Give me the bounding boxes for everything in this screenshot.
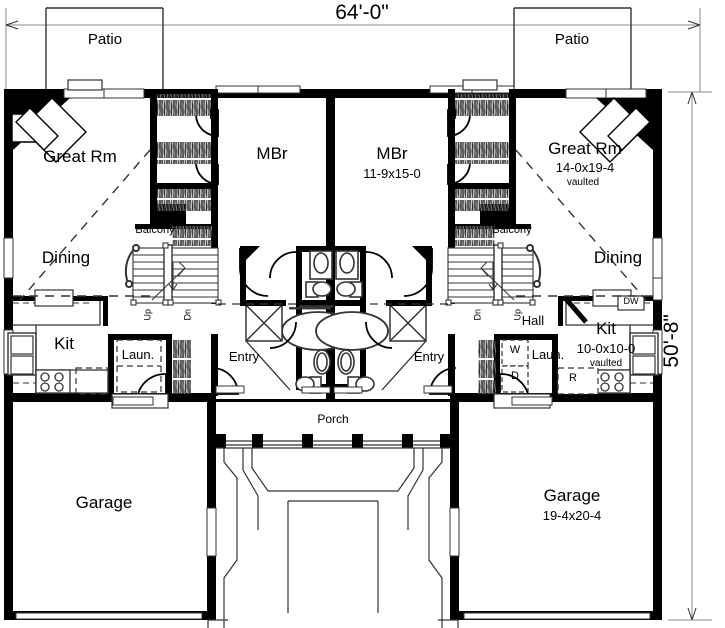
- balcony-left: [124, 244, 140, 288]
- kitchen-left: [7, 289, 109, 395]
- room-label-laun-left: Laun.: [121, 347, 155, 362]
- appliance-label-dishwasher: DW: [623, 296, 639, 306]
- closet-rods-right: [455, 94, 509, 246]
- dimension-width-label: 64'-0": [335, 1, 389, 24]
- room-note-kit-right: vaulted: [589, 358, 623, 369]
- entry-walls-right: [386, 246, 432, 306]
- closet-doors-right: [447, 109, 471, 185]
- stair-label-up-left: Up: [142, 308, 153, 321]
- stairs-right: [445, 242, 536, 306]
- balcony-right: [526, 244, 542, 288]
- dimension-depth-label: 50'-8": [660, 314, 684, 368]
- room-label-patio-right: Patio: [554, 31, 590, 48]
- room-label-patio-left: Patio: [87, 31, 123, 48]
- entry-doors: [211, 367, 457, 395]
- kitchen-right: [557, 289, 659, 395]
- closet-x-left: [245, 304, 283, 342]
- vault-lines: [13, 149, 653, 301]
- room-label-entry-right: Entry: [413, 349, 445, 364]
- stair-label-dn-right: Dn: [472, 308, 483, 321]
- room-label-kit-right: Kit: [596, 319, 616, 338]
- appliance-label-refrigerator: R: [569, 372, 577, 384]
- room-label-hall-right: Hall: [521, 313, 545, 328]
- room-label-dining-left: Dining: [41, 248, 91, 267]
- room-label-laun-right: Laun.: [531, 347, 565, 362]
- stair-label-dn-left: Dn: [182, 308, 193, 321]
- room-label-kit-left: Kit: [54, 334, 74, 353]
- room-label-entry-left: Entry: [228, 349, 260, 364]
- appliance-label-dryer: D: [511, 370, 519, 382]
- room-label-balcony-right: Balcony: [492, 224, 532, 236]
- dimension-lines: [5, 8, 712, 621]
- room-size-kit-right: 10-0x10-0: [576, 341, 636, 356]
- room-label-great-rm-right: Great Rm: [548, 139, 622, 158]
- room-size-great-rm-right: 14-0x19-4: [555, 160, 615, 175]
- room-label-dining-right: Dining: [593, 248, 643, 267]
- appliance-label-washer: W: [509, 344, 521, 356]
- fireplace-right: [579, 97, 653, 163]
- closet-doors-left: [195, 109, 219, 185]
- bath-fixtures-right: [335, 250, 363, 298]
- porch: [207, 399, 459, 628]
- fireplace-left: [11, 97, 87, 163]
- closet-x-right: [389, 304, 427, 342]
- bath-windows: [301, 386, 363, 394]
- garage-doors: [15, 396, 651, 620]
- room-size-mbr-right: 11-9x15-0: [363, 166, 421, 181]
- room-label-mbr-right: MBr: [376, 144, 408, 163]
- room-label-garage-right: Garage: [543, 486, 601, 505]
- room-label-garage-left: Garage: [75, 493, 133, 512]
- closet-rods-left: [157, 94, 212, 246]
- room-note-great-rm-right: vaulted: [566, 177, 600, 188]
- room-label-mbr-left: MBr: [256, 144, 288, 163]
- room-size-garage-right: 19-4x20-4: [542, 508, 602, 523]
- room-label-porch: Porch: [317, 412, 349, 426]
- bath-doors: [269, 251, 393, 349]
- room-label-great-rm-left: Great Rm: [43, 147, 117, 166]
- entry-diagonals: [245, 340, 427, 391]
- stairs-left: [130, 242, 222, 306]
- party-wall: [326, 89, 335, 402]
- bath-fixtures-left: [299, 250, 334, 308]
- stair-label-up-right: Up: [512, 308, 523, 321]
- bedroom-doors: [239, 248, 433, 297]
- entry-walls-left: [240, 246, 286, 306]
- bathtub-right: [315, 311, 389, 351]
- room-label-balcony-left: Balcony: [135, 224, 175, 236]
- patio-outlines: [45, 7, 632, 92]
